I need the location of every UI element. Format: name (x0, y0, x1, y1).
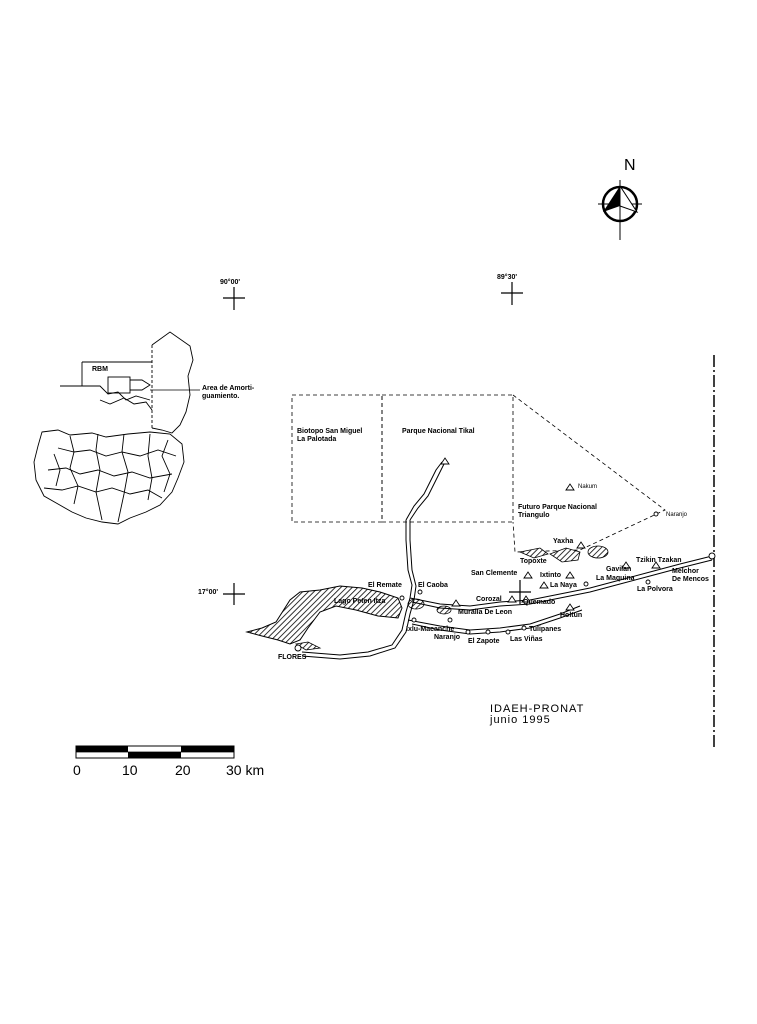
inset-map-guatemala (33, 331, 200, 525)
place-el-caoba: El Caoba (418, 582, 448, 589)
north-arrow-icon (598, 180, 642, 240)
latitude-17-label: 17°00' (198, 589, 219, 596)
place-yaxha: Yaxha (553, 538, 574, 545)
place-nakum: Nakum (578, 484, 598, 490)
inset-buffer-zone-label: Area de Amorti- guamiento. (202, 385, 255, 400)
place-tulipanes: Tulipanes (529, 626, 562, 633)
place-melchor-de-mencos: Melchor De Mencos (672, 568, 709, 583)
scale-tick-20: 20 (175, 762, 191, 778)
place-naranjo-south: Naranjo (434, 634, 461, 641)
credit-text: IDAEH-PRONAT junio 1995 (490, 704, 584, 726)
town-markers (294, 511, 716, 652)
park-boundaries (291, 394, 666, 553)
place-flores: FLORES (278, 654, 307, 661)
place-las-vinas: Las Viñas (510, 636, 543, 643)
place-quemado: Quemado (523, 599, 556, 606)
site-markers (440, 457, 661, 611)
lake-peten-itza-label: Lago Peten Itza (334, 598, 386, 605)
place-san-clemente: San Clemente (471, 570, 518, 577)
tikal-label: Parque Nacional Tikal (402, 428, 475, 435)
place-muralla-de-leon: Muralla De Leon (458, 609, 513, 616)
scale-tick-30: 30 km (226, 762, 265, 778)
main-road (301, 461, 713, 660)
place-holtun: Holtun (560, 612, 583, 619)
longitude-8930-label: 89°30' (497, 274, 518, 281)
inset-rbm-label: RBM (92, 366, 108, 373)
place-el-remate: El Remate (368, 582, 402, 589)
place-ixtinto: Ixtinto (540, 572, 561, 579)
scale-tick-10: 10 (122, 762, 138, 778)
place-ixlu-macanche: Ixlu-Macanche (406, 626, 455, 633)
place-tzikin-tzakan: Tzikin Tzakan (636, 557, 682, 564)
coordinate-cross-17 (223, 583, 245, 605)
place-el-zapote: El Zapote (468, 638, 500, 645)
scale-tick-0: 0 (73, 762, 81, 778)
place-la-naya: La Naya (550, 582, 577, 589)
north-label: N (624, 157, 636, 174)
place-la-polvora: La Polvora (637, 586, 673, 593)
credit-line2: junio 1995 (490, 714, 551, 726)
longitude-90-label: 90°00' (220, 279, 241, 286)
place-naranjo-ne: Naranjo (666, 512, 688, 518)
place-la-maquina: La Maquina (596, 575, 635, 582)
place-gavilan: Gavilan (606, 566, 632, 573)
scale-bar (75, 745, 235, 759)
coordinate-cross-8930 (501, 282, 523, 305)
triangulo-label: Futuro Parque Nacional Triangulo (518, 504, 597, 519)
credit-line1: IDAEH-PRONAT (490, 703, 585, 715)
coordinate-cross-90 (223, 287, 245, 310)
small-lakes (407, 545, 609, 615)
biotopo-label: Biotopo San Miguel La Palotada (297, 428, 363, 443)
lake-peten-itza (245, 585, 403, 651)
place-topoxte: Topoxte (520, 558, 547, 565)
place-corozal: Corozal (476, 596, 502, 603)
coordinate-cross-center (509, 580, 531, 604)
